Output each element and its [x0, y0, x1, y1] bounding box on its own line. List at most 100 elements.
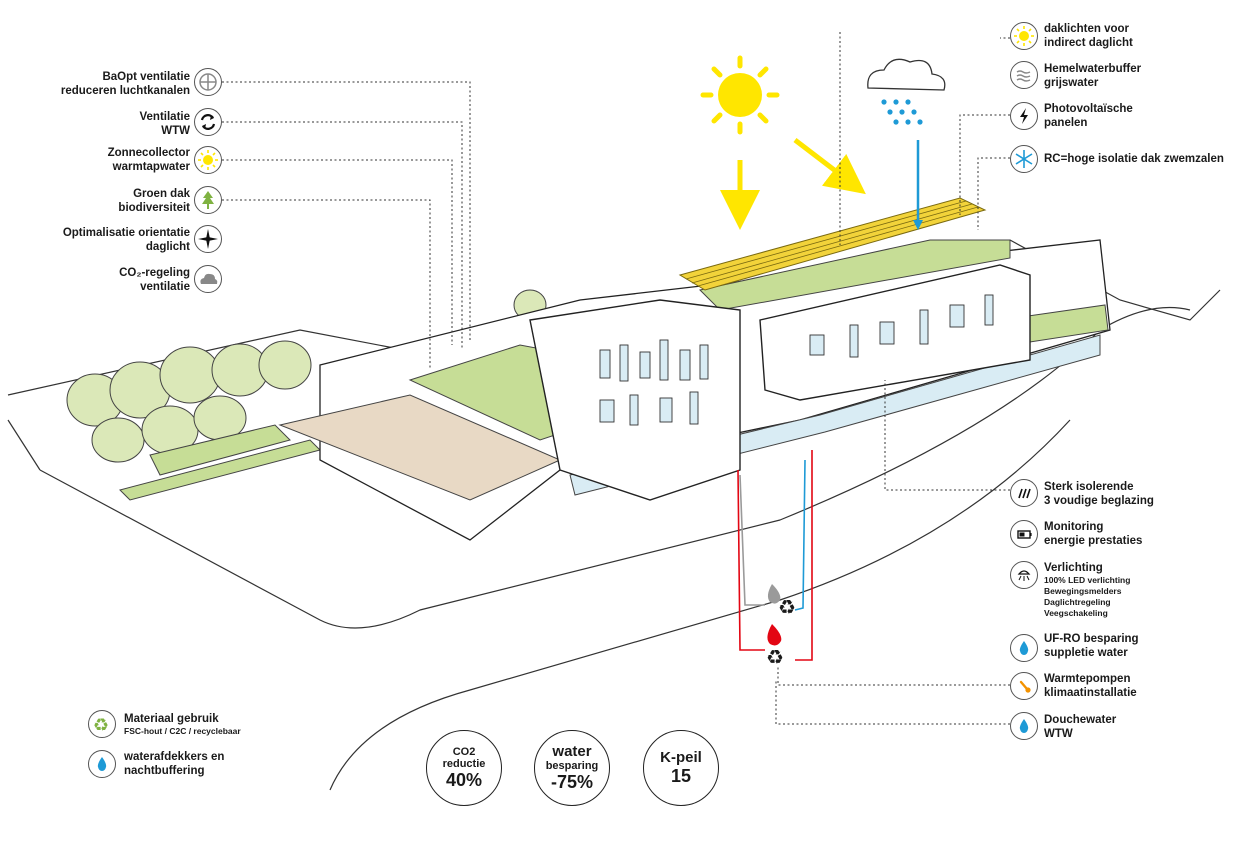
label-line2: WTW [1044, 728, 1073, 740]
left-label-5: CO₂-regeling ventilatie [40, 266, 190, 294]
recycle-icon: ♻ [88, 710, 116, 738]
label-line2: ventilatie [140, 281, 190, 293]
label-line2: indirect daglicht [1044, 37, 1133, 49]
right-bottom-label-5: Douchewater WTW [1044, 713, 1224, 741]
right-bottom-label-1: Monitoring energie prestaties [1044, 520, 1224, 548]
label-line1: Materiaal gebruik [124, 713, 219, 725]
badge-title: K-peil [660, 749, 702, 766]
right-bottom-label-4: Warmtepompen klimaatinstallatie [1044, 672, 1224, 700]
bottom-left-label-1: waterafdekkers en nachtbuffering [124, 750, 324, 778]
lightning-icon [1010, 102, 1038, 130]
label-line1: Optimalisatie orientatie [62, 227, 190, 239]
label-line2: klimaatinstallatie [1044, 687, 1137, 699]
right-top-label-3: RC=hoge isolatie dak zwemzalen [1044, 152, 1234, 166]
svg-text:♻: ♻ [766, 645, 784, 669]
label-line1: Groen dak [133, 188, 190, 200]
rain-cloud [867, 58, 946, 230]
tower-right [759, 264, 1031, 401]
badge-k-peil: K-peil 15 [643, 730, 719, 806]
label-sub-2: Daglichtregeling [1044, 597, 1111, 607]
left-label-4: Optimalisatie orientatie daglicht [40, 226, 190, 254]
bottom-left-label-0: Materiaal gebruik FSC-hout / C2C / recyc… [124, 712, 324, 737]
label-line1: BaOpt ventilatie [102, 71, 190, 83]
cloud-icon [194, 265, 222, 293]
label-line1: waterafdekkers en [124, 751, 225, 763]
lamp-icon [1010, 561, 1038, 589]
badge-value: 15 [670, 766, 692, 786]
water-drop-icon [1010, 712, 1038, 740]
label-line1: daklichten voor [1044, 23, 1129, 35]
right-bottom-label-3: UF-RO besparing suppletie water [1044, 632, 1224, 660]
label-sub: FSC-hout / C2C / recyclebaar [124, 726, 241, 736]
label-line1: Monitoring [1044, 521, 1104, 533]
thermometer-icon [1010, 672, 1038, 700]
label-line2: energie prestaties [1044, 535, 1143, 547]
badge-value: 40% [445, 769, 483, 790]
water-drop-icon [88, 750, 116, 778]
leader-lines [222, 32, 1010, 725]
label-line2: suppletie water [1044, 647, 1128, 659]
tree-icon [194, 186, 222, 214]
waves-icon [1010, 61, 1038, 89]
snowflake-icon [1010, 145, 1038, 173]
right-top-label-0: daklichten voor indirect daglicht [1044, 22, 1224, 50]
glazing-icon [1010, 479, 1038, 507]
recycle-arrows-icon [194, 108, 222, 136]
sun-drawing [700, 55, 866, 230]
right-top-label-2: Photovoltaïsche panelen [1044, 102, 1224, 130]
badge-water-savings: water besparing -75% [534, 730, 610, 806]
water-drop-icon [1010, 634, 1038, 662]
label-line1: Ventilatie [139, 111, 191, 123]
label-sub-0: 100% LED verlichting [1044, 575, 1131, 585]
site-curve [39, 306, 1191, 629]
badge-title: water [552, 743, 592, 760]
left-label-0: BaOpt ventilatie reduceren luchtkanalen [40, 70, 190, 98]
compass-icon [194, 225, 222, 253]
label-line2: biodiversiteit [118, 202, 190, 214]
left-label-1: Ventilatie WTW [40, 110, 191, 138]
water-pipes [737, 450, 813, 661]
label-line1: Sterk isolerende [1044, 481, 1134, 493]
label-sub-1: Bewegingsmelders [1044, 586, 1122, 596]
label-line1: Zonnecollector [107, 147, 190, 159]
label-line1: Hemelwaterbuffer [1044, 63, 1142, 75]
label-line2: warmtapwater [112, 161, 190, 173]
left-label-2: Zonnecollector warmtapwater [40, 146, 190, 174]
label-line2: reduceren luchtkanalen [60, 85, 190, 97]
label-line2: nachtbuffering [124, 765, 205, 777]
label-line1: Warmtepompen [1044, 673, 1131, 685]
label-line2: panelen [1044, 117, 1088, 129]
label-line1: UF-RO besparing [1044, 633, 1139, 645]
label-line1: Verlichting [1044, 562, 1103, 574]
sun-icon [194, 146, 222, 174]
badge-subtitle: reductie [442, 757, 486, 770]
battery-icon [1010, 520, 1038, 548]
crosshair-icon [194, 68, 222, 96]
right-bottom-label-0: Sterk isolerende 3 voudige beglazing [1044, 480, 1224, 508]
label-line1: Photovoltaïsche [1044, 103, 1133, 115]
label-line2: daglicht [145, 241, 190, 253]
label-line1: CO₂-regeling [119, 267, 190, 279]
trees [66, 254, 1085, 463]
right-top-label-1: Hemelwaterbuffer grijswater [1044, 62, 1224, 90]
badge-title: CO2 [452, 745, 476, 758]
svg-text:♻: ♻ [778, 595, 796, 619]
label-line1: Douchewater [1044, 714, 1117, 726]
label-line1: RC=hoge isolatie dak zwemzalen [1044, 153, 1224, 165]
label-line2: grijswater [1044, 77, 1099, 89]
label-sub-3: Veegschakeling [1044, 608, 1108, 618]
badge-value: -75% [550, 772, 594, 792]
badge-co2-reduction: CO2 reductie 40% [426, 730, 502, 806]
hedge [149, 424, 291, 476]
svg-text:♻: ♻ [93, 715, 109, 736]
right-bottom-label-2: Verlichting 100% LED verlichting Bewegin… [1044, 561, 1224, 619]
left-label-3: Groen dak biodiversiteit [40, 187, 190, 215]
solar-panels [678, 197, 987, 291]
recycle-drops: ♻ ♻ [766, 584, 796, 669]
badge-subtitle: besparing [545, 760, 599, 772]
label-line2: 3 voudige beglazing [1044, 495, 1154, 507]
sun-icon [1010, 22, 1038, 50]
windows [599, 294, 994, 426]
label-line2: WTW [161, 125, 190, 137]
